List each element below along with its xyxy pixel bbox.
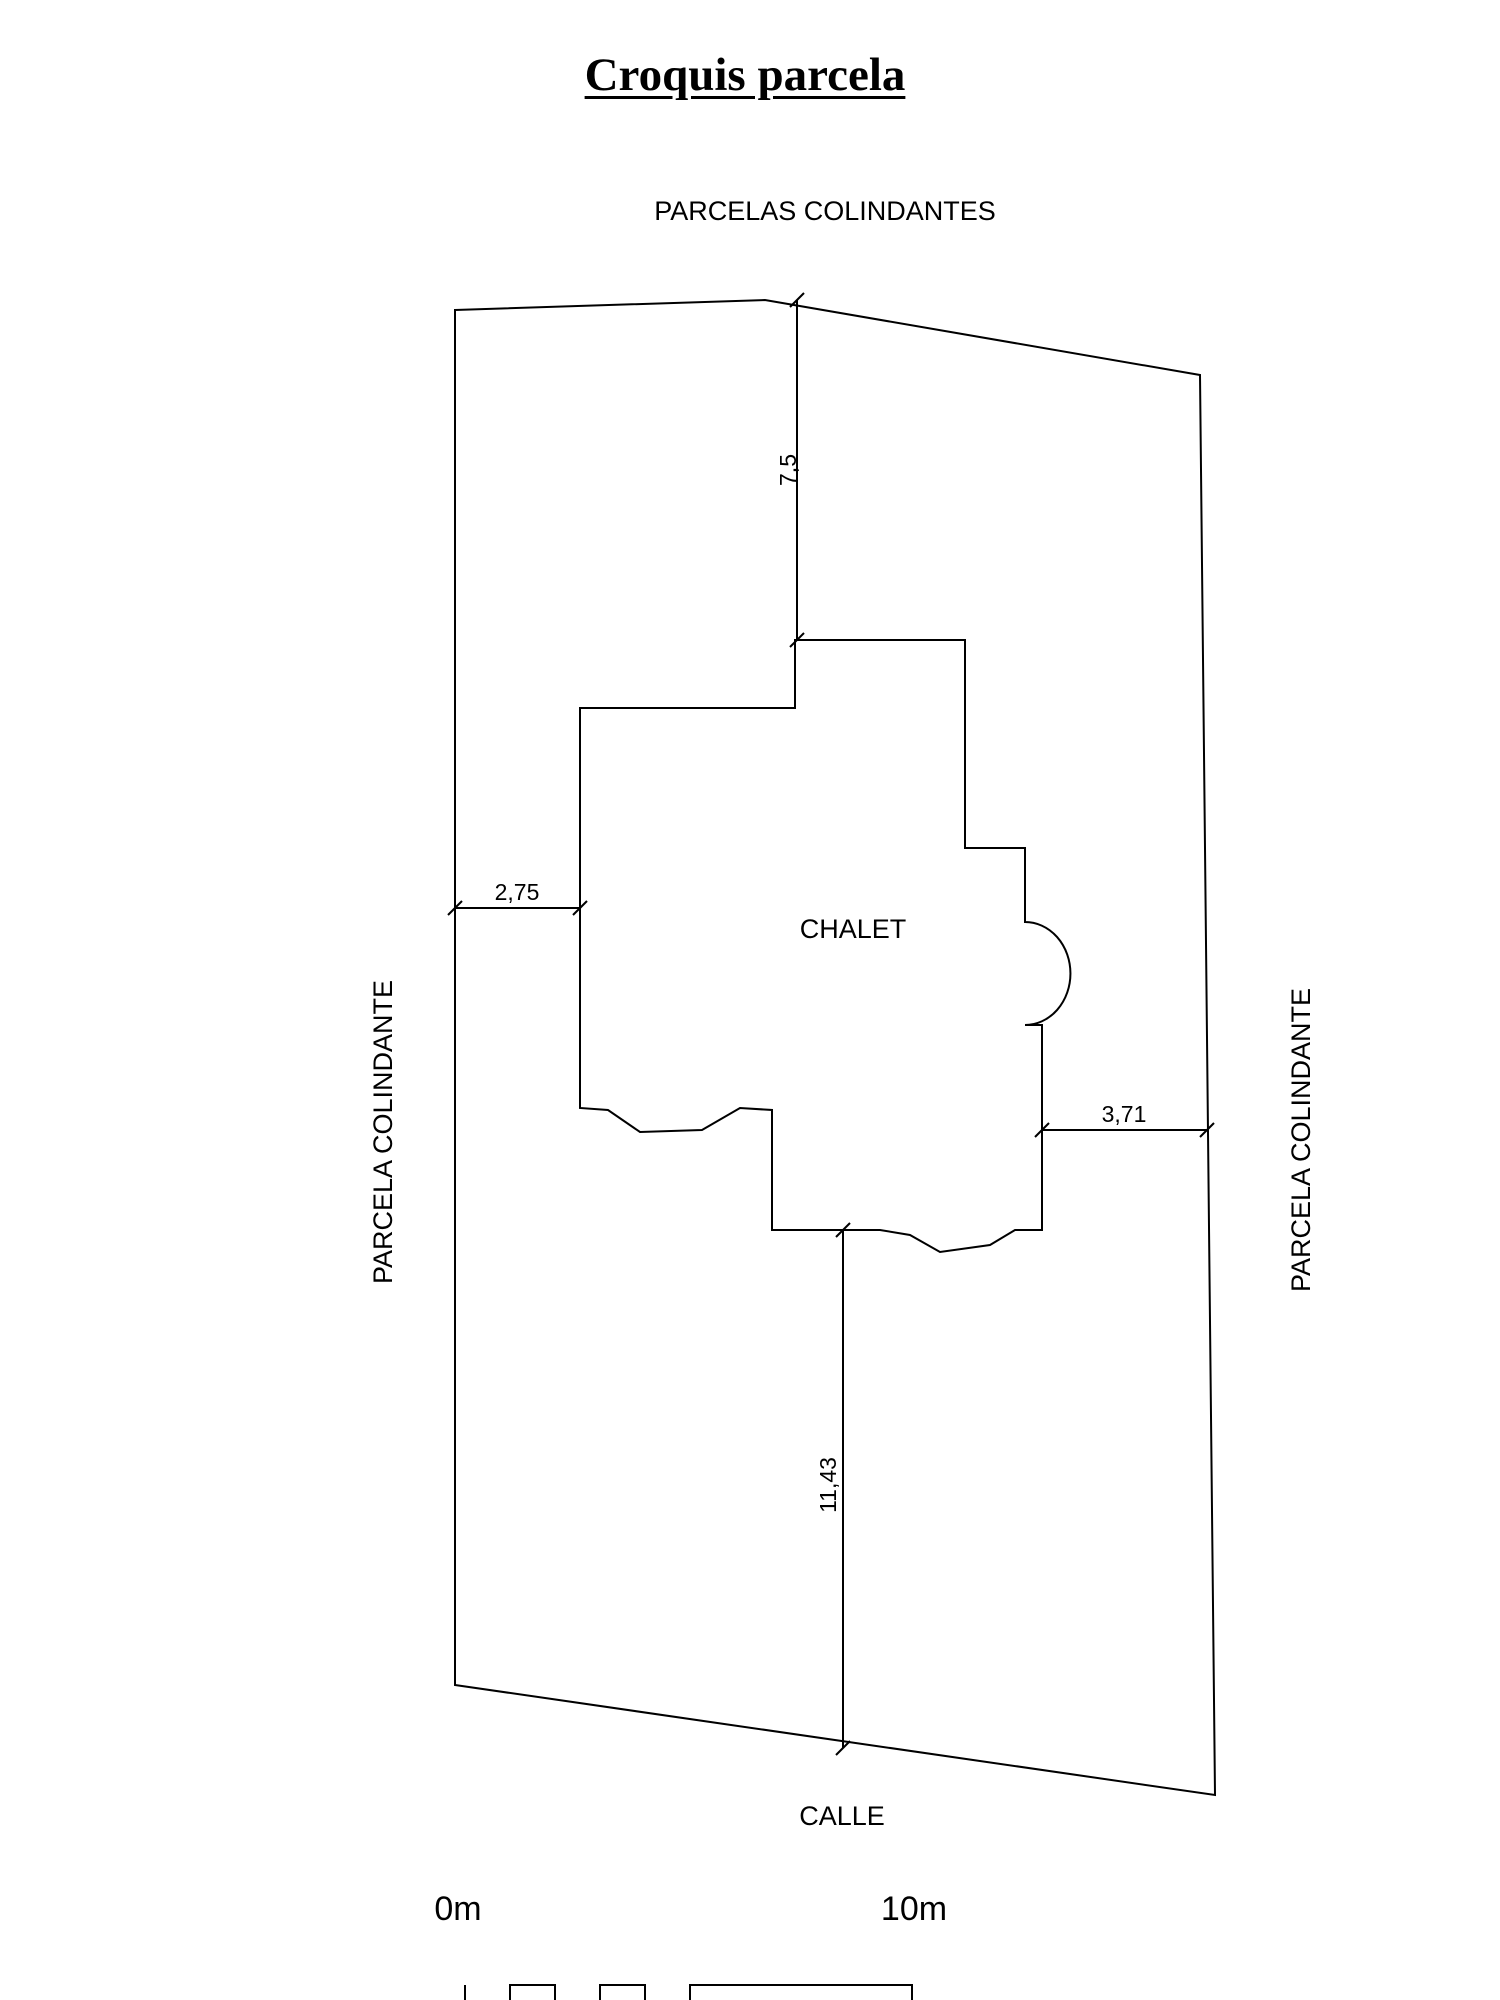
top-neighbors-label: PARCELAS COLINDANTES bbox=[654, 196, 996, 226]
dimension-tick bbox=[789, 292, 805, 308]
dimension-tick bbox=[447, 900, 463, 916]
dimension-tick bbox=[1034, 1122, 1050, 1138]
page-title: Croquis parcela bbox=[584, 49, 906, 101]
dimension-tick bbox=[1199, 1122, 1215, 1138]
scale-bar bbox=[464, 1984, 913, 2000]
dimension-tick bbox=[789, 632, 805, 648]
scale-start-label: 0m bbox=[434, 1890, 481, 1928]
dimension-tick bbox=[835, 1740, 851, 1756]
street-label: CALLE bbox=[799, 1801, 885, 1831]
right-setback-label: 3,71 bbox=[1102, 1101, 1147, 1127]
scale-end-label: 10m bbox=[881, 1890, 947, 1928]
left-setback-label: 2,75 bbox=[495, 879, 540, 905]
dimension-tick bbox=[572, 900, 588, 916]
plot-boundary bbox=[454, 298, 1217, 1797]
dimension-tick bbox=[835, 1222, 851, 1238]
right-neighbor-label: PARCELA COLINDANTE bbox=[1286, 988, 1316, 1292]
chalet-outline bbox=[579, 639, 1072, 1254]
front-setback-label: 7,5 bbox=[775, 454, 801, 486]
rear-setback-label: 11,43 bbox=[815, 1457, 841, 1513]
chalet-label: CHALET bbox=[800, 914, 907, 944]
left-neighbor-label: PARCELA COLINDANTE bbox=[368, 980, 398, 1284]
